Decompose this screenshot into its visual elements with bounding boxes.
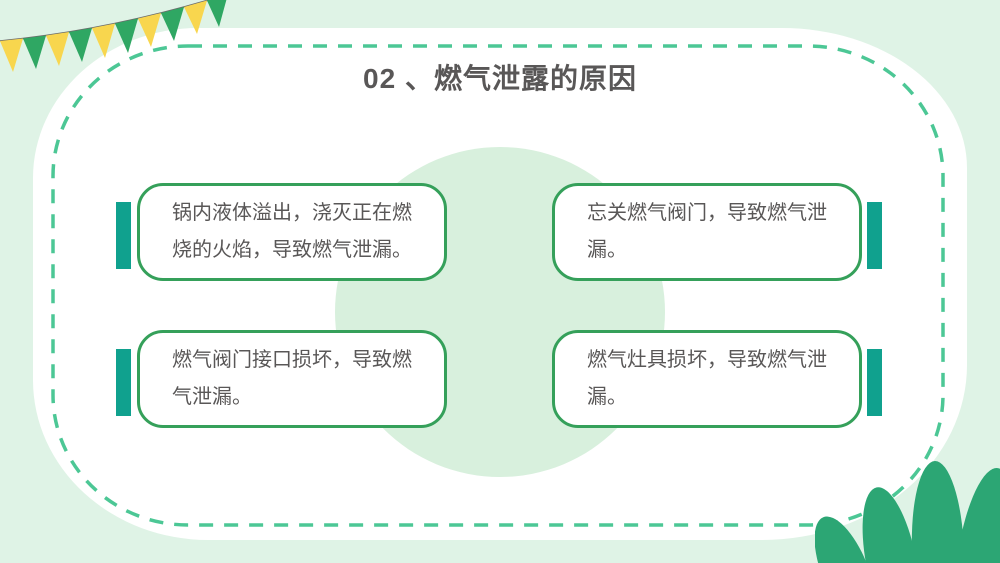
cause-card-3-text: 燃气阀门接口损坏，导致燃气泄漏。 xyxy=(172,349,412,408)
accent-bar-left xyxy=(116,349,131,416)
cause-card-1: 锅内液体溢出，浇灭正在燃烧的火焰，导致燃气泄漏。 xyxy=(116,183,447,281)
cause-card-4-text: 燃气灶具损坏，导致燃气泄漏。 xyxy=(587,349,827,408)
accent-bar-right xyxy=(867,202,882,269)
cause-card-2-text: 忘关燃气阀门，导致燃气泄漏。 xyxy=(587,202,827,261)
slide-title: 02 、燃气泄露的原因 xyxy=(363,63,637,94)
accent-bar-right xyxy=(867,349,882,416)
cause-card-4: 燃气灶具损坏，导致燃气泄漏。 xyxy=(552,330,882,428)
accent-bar-left xyxy=(116,202,131,269)
cause-card-1-text: 锅内液体溢出，浇灭正在燃烧的火焰，导致燃气泄漏。 xyxy=(172,202,412,261)
cause-card-2: 忘关燃气阀门，导致燃气泄漏。 xyxy=(552,183,882,281)
cause-card-3: 燃气阀门接口损坏，导致燃气泄漏。 xyxy=(116,330,447,428)
